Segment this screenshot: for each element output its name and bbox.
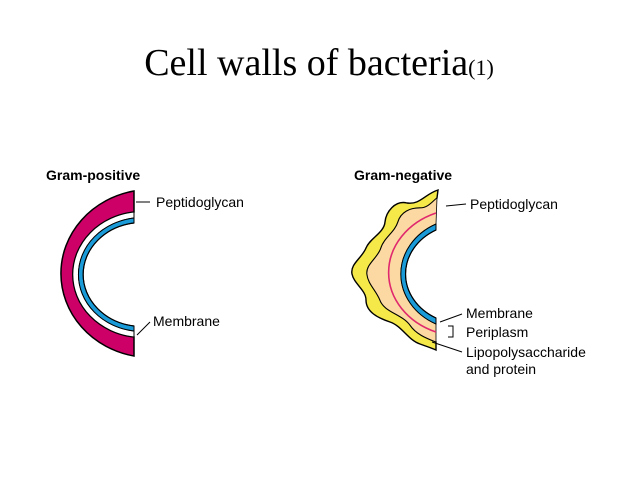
gram-negative-heading: Gram-negative xyxy=(354,167,453,183)
gram-negative-membrane-leader xyxy=(439,313,463,323)
gram-negative-lps-label-line2: and protein xyxy=(466,361,537,377)
gram-negative-peptidoglycan-label: Peptidoglycan xyxy=(470,196,558,212)
gram-negative-lps-label-line1: Lipopolysaccharide xyxy=(466,344,586,360)
gram-positive-membrane-leader xyxy=(136,321,151,336)
gram-positive-wall xyxy=(60,190,135,357)
gram-negative-lps-leader xyxy=(431,341,463,353)
gram-positive-membrane-label: Membrane xyxy=(153,313,220,329)
slide-title-text: Cell walls of bacteria xyxy=(144,42,469,84)
gram-negative-periplasm-label: Periplasm xyxy=(466,324,529,340)
gram-negative-peptidoglycan-leader xyxy=(445,203,467,207)
gram-positive-peptidoglycan-label: Peptidoglycan xyxy=(156,194,244,210)
gram-negative-membrane-label: Membrane xyxy=(466,305,533,321)
slide-title: Cell walls of bacteria(1) xyxy=(0,44,638,82)
slide-title-suffix: (1) xyxy=(468,55,494,80)
gram-negative-periplasm-bracket xyxy=(448,325,454,338)
gram-positive-heading: Gram-positive xyxy=(46,167,141,183)
gram-negative-wall xyxy=(351,189,439,352)
gram-negative-peptidoglycan-layer xyxy=(387,212,437,333)
